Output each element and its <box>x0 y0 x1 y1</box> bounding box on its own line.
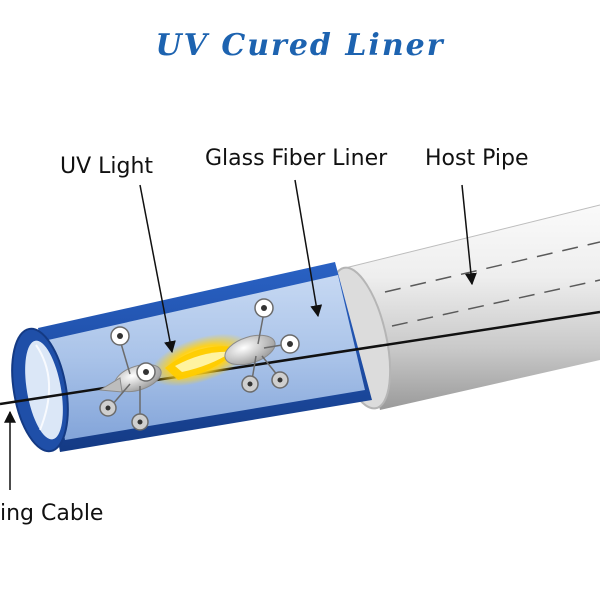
wheel-hub-icon <box>117 333 123 339</box>
liner-front-opening <box>25 340 63 440</box>
host-pipe-top-edge <box>344 204 600 269</box>
host-pipe-dashed-line-mid <box>391 279 600 327</box>
wheel-hub-icon <box>261 305 267 311</box>
wheel-hub-icon <box>143 369 149 375</box>
uv-lamp-nose-left <box>98 377 123 393</box>
glass-fiber-liner <box>11 262 372 453</box>
arrow-glass-fiber-liner <box>294 179 323 318</box>
host-pipe-dashed-line-top <box>384 241 600 293</box>
wheel-set-left <box>99 326 156 431</box>
uv-light-beam-core <box>175 351 232 372</box>
label-glass-fiber-liner: Glass Fiber Liner <box>205 146 388 171</box>
wheel-hub-icon <box>137 419 143 425</box>
pulling-cable <box>0 310 600 406</box>
wheel-set-right <box>241 298 300 393</box>
diagram-title: UV Cured Liner <box>155 28 444 63</box>
wheel-hub-icon <box>277 377 283 383</box>
wheel-hub-icon <box>247 381 253 387</box>
wheel-hub-icon <box>105 405 111 411</box>
wheel-hub-icon <box>287 341 293 347</box>
label-host-pipe: Host Pipe <box>425 146 528 171</box>
arrow-host-pipe <box>461 184 477 286</box>
label-cable: ing Cable <box>0 501 103 526</box>
label-uv-light: UV Light <box>60 154 153 179</box>
arrow-uv-light <box>139 184 176 354</box>
liner-front-highlight <box>35 344 50 431</box>
